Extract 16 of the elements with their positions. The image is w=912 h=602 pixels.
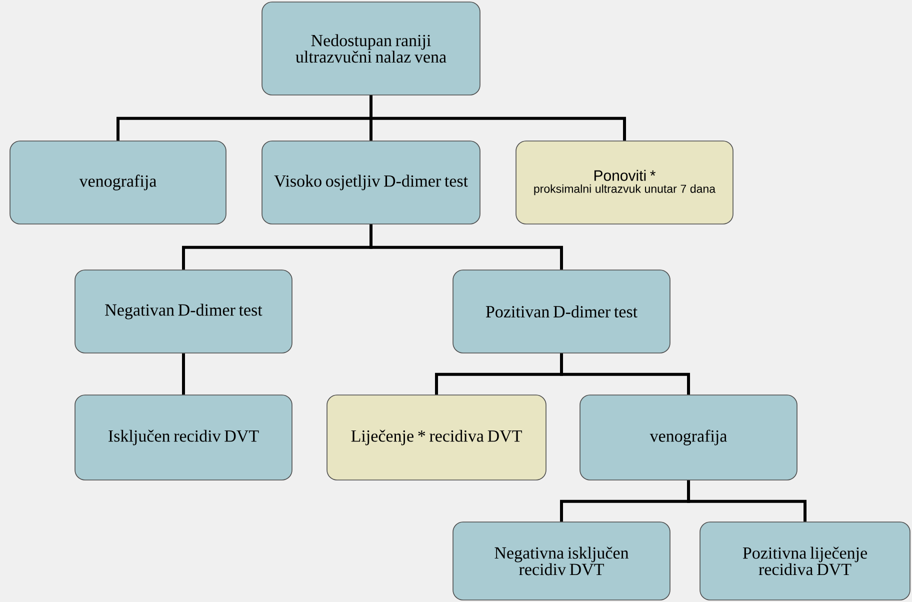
process-box: Negativna isključen recidiv DVT: [452, 522, 670, 600]
process-box: Nedostupan raniji ultrazvučni nalaz vena: [262, 2, 480, 96]
process-box: Pozitivna liječenje recidiva DVT: [700, 522, 910, 600]
connector: [687, 480, 807, 522]
note-box: Ponoviti * proksimalni ultrazvuk unutar 7 dana: [516, 140, 734, 224]
process-box: Pozitivan D-dimer test: [452, 270, 670, 354]
connector: [560, 353, 690, 395]
process-box: Visoko osjetljiv D-dimer test: [262, 140, 480, 224]
process-box: Negativan D-dimer test: [74, 270, 292, 354]
connector: [370, 224, 563, 270]
process-box: venografija: [580, 394, 798, 480]
connector: [370, 95, 626, 141]
note-box: Liječenje * recidiva DVT: [326, 394, 546, 480]
process-box: venografija: [10, 140, 226, 224]
process-box: Isključen recidiv DVT: [74, 394, 292, 480]
connector: [182, 353, 185, 395]
